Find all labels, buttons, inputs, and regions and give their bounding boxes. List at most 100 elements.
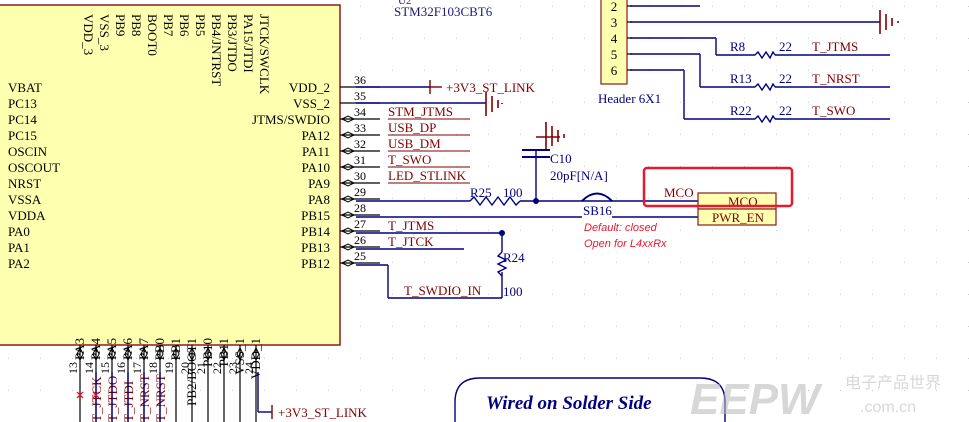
mcu-right-pin-number-4: 32 <box>354 137 366 151</box>
watermark-url: .com.cn <box>860 399 916 416</box>
mcu-top-pin-10: PA15/JTDI <box>241 14 256 73</box>
mcu-left-pin-11: PA2 <box>8 256 30 271</box>
mcu-left-pin-6: NRST <box>8 176 41 191</box>
net-label-underlines <box>388 118 470 184</box>
watermark-logo: EEPW <box>690 375 823 422</box>
resistor-r22-value: 22 <box>779 103 792 118</box>
mcu-bottom-pin-number-5: 18 <box>146 362 160 374</box>
ground-symbol-vss2 <box>485 92 503 116</box>
mcu-bottom-pin-io-marker-10 <box>236 347 244 362</box>
mcu-body <box>0 4 341 346</box>
mcu-bottom-pin-number-7: 20 <box>178 362 192 374</box>
header-pin-3: 3 <box>611 15 618 30</box>
mcu-bottom-pin-number-3: 16 <box>114 362 128 374</box>
note-box-text: Wired on Solder Side <box>486 393 652 414</box>
mcu-right-pin-io-marker-4 <box>341 147 356 155</box>
c10-value: 20pF[N/A] <box>550 168 608 183</box>
mcu-right-pin-number-11: 25 <box>354 249 366 263</box>
mcu-bottom-pin-io-marker-4 <box>140 347 148 362</box>
sb16-ref: SB16 <box>583 203 612 218</box>
resistor-r8-ref: R8 <box>730 39 745 54</box>
mcu-right-pin-io-marker-5 <box>341 163 356 171</box>
mcu-top-pin-0: VDD_3 <box>81 14 96 55</box>
mcu-bottom-pin-io-marker-3 <box>124 347 132 362</box>
solder-bridge-sb16 <box>581 192 613 202</box>
mcu-top-pin-3: PB8 <box>129 14 144 36</box>
resistor-r25 <box>469 195 521 207</box>
mcu-right-pin-number-3: 33 <box>354 121 366 135</box>
mcu-designator: U2 <box>398 0 411 7</box>
mcu-bottom-pin-io-marker-5 <box>156 347 164 362</box>
mcu-bottom-pin-number-11: 24 <box>242 362 256 374</box>
mcu-bottom-pin-io-marker-0 <box>76 347 84 362</box>
mcu-right-pin-7: PA8 <box>308 192 330 207</box>
mcu-right-pin-5: PA10 <box>302 160 330 175</box>
mcu-bottom-pin-number-6: 19 <box>162 362 176 374</box>
mcu-right-pin-io-marker-8 <box>341 211 356 219</box>
mcu-top-pin-8: PB4/JNTRST <box>209 14 224 86</box>
mcu-right-pin-9: PB14 <box>301 224 330 239</box>
r24-ref: R24 <box>503 250 525 265</box>
mcu-left-pin-9: PA0 <box>8 224 30 239</box>
mcu-right-pin-3: PA12 <box>302 128 330 143</box>
mcu-bottom-pin-io-marker-11 <box>252 347 260 362</box>
resistor-r13 <box>754 82 776 92</box>
c10-ref: C10 <box>550 151 572 166</box>
resistor-r13-value: 22 <box>779 71 792 86</box>
mcu-right-pin-10: PB13 <box>301 240 330 255</box>
mcu-right-pin-0: VDD_2 <box>289 80 330 95</box>
mcu-right-pin-io-marker-3 <box>341 131 356 139</box>
net-labels: +3V3_ST_LINK STM_JTMS USB_DP USB_DM T_SW… <box>278 80 694 420</box>
mcu-top-pin-9: PB3/JTDO <box>225 14 240 72</box>
no-connect-marks <box>76 391 100 399</box>
mcu-right-pin-11: PB12 <box>301 256 330 271</box>
net-wires <box>257 5 890 413</box>
mcu-right-pin-io-marker-10 <box>341 243 356 251</box>
mcu-left-pin-1: PC13 <box>8 96 37 111</box>
mcu-right-pin-io-marker-7 <box>341 195 356 203</box>
mcu-top-pin-6: PB6 <box>177 14 192 37</box>
r25-ref: R25 <box>470 185 492 200</box>
capacitor-c10 <box>522 149 550 158</box>
header-pin-6: 6 <box>611 63 618 78</box>
note-box <box>454 377 726 422</box>
net-label-t-jtms: T_JTMS <box>812 39 858 54</box>
header-pin-2: 2 <box>611 0 618 14</box>
resistor-r22 <box>754 114 776 124</box>
mcu-right-pin-number-9: 27 <box>354 217 366 231</box>
mcu-right-pin-8: PB15 <box>301 208 330 223</box>
resistor-r8 <box>754 50 776 60</box>
mcu-bottom-pin-number-0: 13 <box>66 362 80 374</box>
power-symbol-3v3 <box>429 80 442 94</box>
mcu-bottom-pin-io-marker-8 <box>204 347 212 362</box>
mcu-bottom-pin-io-marker-7 <box>188 347 196 362</box>
mcu-right-pin-number-6: 30 <box>354 169 366 183</box>
net-label-3v3-st-link-bottom: +3V3_ST_LINK <box>278 405 368 420</box>
header-pin-4: 4 <box>611 31 618 46</box>
net-label-3v3-st-link: +3V3_ST_LINK <box>446 80 536 95</box>
mcu-right-pin-6: PA9 <box>308 176 330 191</box>
resistor-r22-ref: R22 <box>730 103 752 118</box>
mcu-bottom-pin-number-8: 21 <box>194 362 208 374</box>
header-6x1-body <box>600 0 628 85</box>
mcu-left-pin-8: VDDA <box>8 208 46 223</box>
resistor-r13-ref: R13 <box>730 71 752 86</box>
mcu-bottom-pin-number-2: 15 <box>98 362 112 374</box>
mcu-right-pin-1: VSS_2 <box>293 96 330 111</box>
mcu-right-pin-number-10: 26 <box>354 233 366 247</box>
mcu-right-pin-4: PA11 <box>302 144 330 159</box>
highlight-box-mco <box>642 166 794 208</box>
ground-symbol-header <box>879 10 899 34</box>
net-label-t-swo: T_SWO <box>812 103 855 118</box>
net-label-stm-jtms: STM_JTMS <box>388 104 453 119</box>
sb16-note-line2: Open for L4xxRx <box>584 238 667 250</box>
mcu-right-pin-number-7: 29 <box>354 185 366 199</box>
mcu-top-pin-2: PB9 <box>113 14 128 36</box>
mcu-left-pin-5: OSCOUT <box>8 160 60 175</box>
mcu-right-pin-labels: VDD_2VSS_2JTMS/SWDIOPA12PA11PA10PA9PA8PB… <box>252 80 331 271</box>
mcu-left-pin-2: PC14 <box>8 112 37 127</box>
